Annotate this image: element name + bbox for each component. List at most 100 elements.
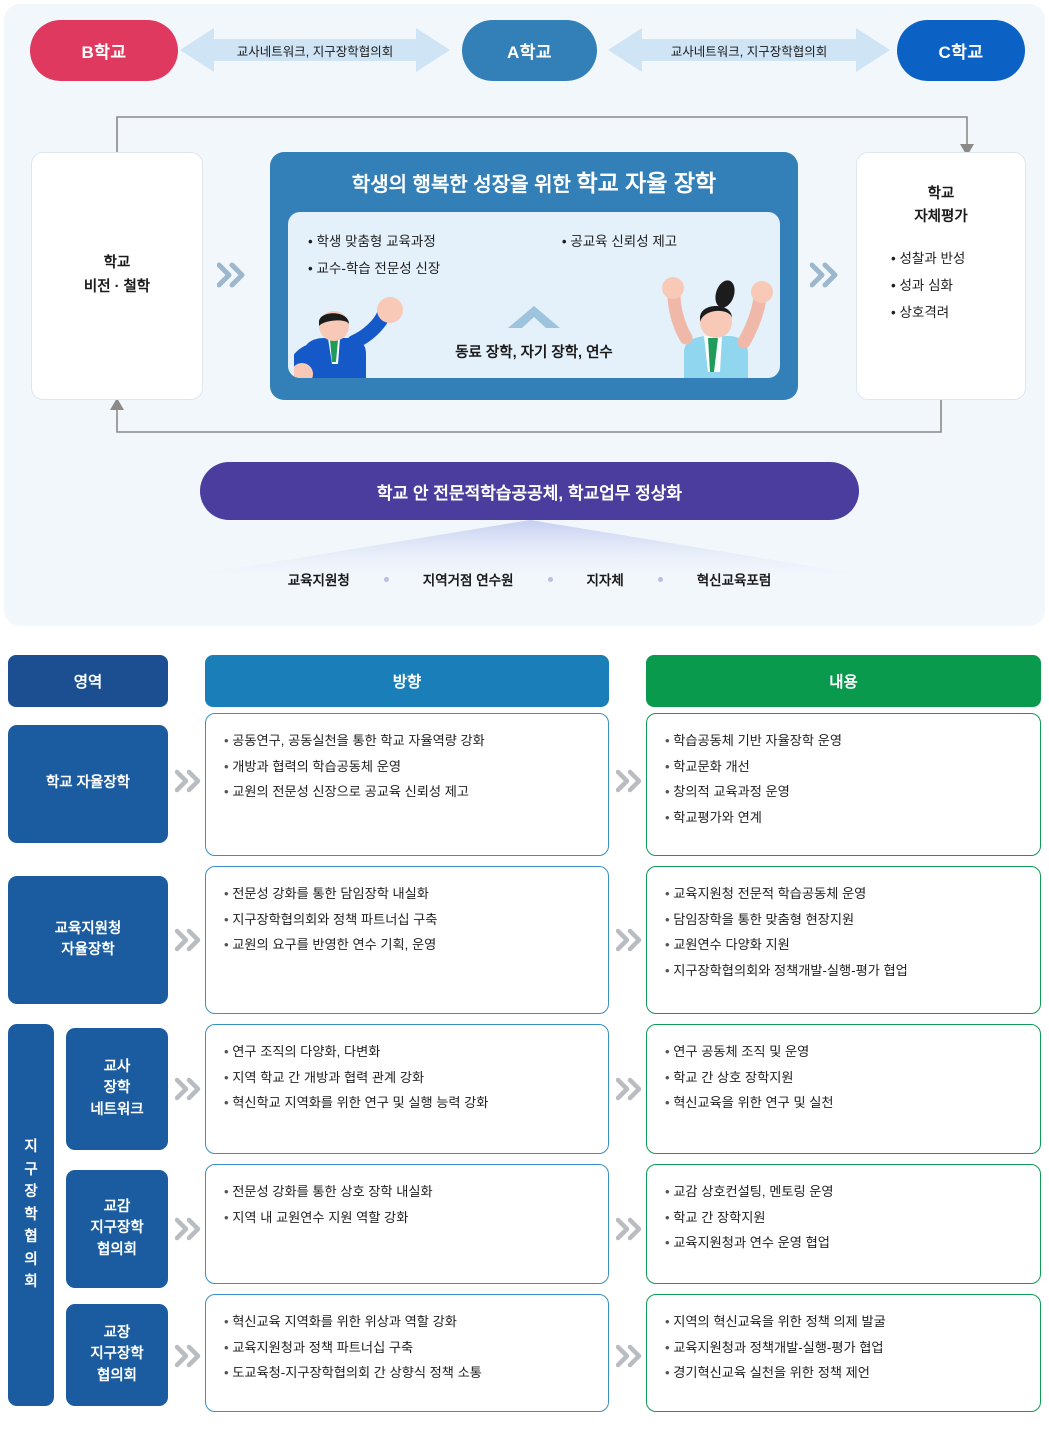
list-item: 전문성 강화를 통한 담임장학 내실화 [224, 881, 590, 907]
chevron-right-icon [216, 262, 247, 293]
org-label: 지자체 [586, 573, 624, 588]
support-banner: 학교 안 전문적학습공공체, 학교업무 정상화 [200, 462, 859, 520]
chevron-right-icon [174, 928, 203, 957]
list-item: 연구 조직의 다양화, 다변화 [224, 1039, 590, 1065]
content-list: 연구 공동체 조직 및 운영 학교 간 상호 장학지원 혁신교육을 위한 연구 … [665, 1039, 1022, 1116]
central-box-title-strong: 학교 자율 장학 [576, 170, 717, 196]
eval-title-line1: 학교 [927, 186, 955, 202]
content-cell: 연구 공동체 조직 및 운영 학교 간 상호 장학지원 혁신교육을 위한 연구 … [646, 1024, 1041, 1154]
list-item: 지역의 혁신교육을 위한 정책 의제 발굴 [665, 1309, 1022, 1335]
school-self-evaluation-list: 성찰과 반성 성과 심화 상호격려 [857, 245, 1025, 326]
bidirectional-arrow-icon [608, 28, 890, 72]
column-header-content-label: 내용 [829, 674, 858, 691]
list-item: 혁신교육 지역화를 위한 위상과 역할 강화 [224, 1309, 590, 1335]
school-vision-box: 학교 비전 · 철학 [31, 152, 203, 400]
chevron-right-icon [174, 1077, 203, 1106]
list-item: 교육지원청 전문적 학습공동체 운영 [665, 881, 1022, 907]
vchar: 장 [24, 1184, 38, 1201]
school-network-row: B학교 교사네트워크, 지구장학협의회 A학교 교사네트워크, 지구장학협의회 … [4, 4, 1045, 104]
support-banner-label: 학교 안 전문적학습공공체, 학교업무 정상화 [376, 483, 683, 503]
arrow-band-a-c: 교사네트워크, 지구장학협의회 [608, 26, 890, 74]
list-item: 교육지원청과 연수 운영 협업 [665, 1230, 1022, 1256]
central-bullets-right: 공교육 신뢰성 제고 [562, 228, 760, 282]
school-node-b[interactable]: B학교 [30, 20, 178, 81]
list-item: 교수-학습 전문성 신장 [308, 255, 536, 282]
area-cell-label-line3: 협의회 [96, 1241, 138, 1258]
list-item: 공교육 신뢰성 제고 [562, 228, 760, 255]
area-cell-label-line1: 교감 [103, 1199, 131, 1216]
direction-cell: 전문성 강화를 통한 담임장학 내실화 지구장학협의회와 정책 파트너십 구축 … [205, 866, 609, 1014]
column-header-content: 내용 [646, 655, 1041, 707]
supporting-organizations-row: 교육지원청 지역거점 연수원 지자체 혁신교육포럼 [200, 569, 859, 589]
area-cell-principal-council: 교장 지구장학 협의회 [66, 1304, 168, 1406]
area-cell-label-line2: 자율장학 [61, 942, 115, 958]
list-item: 교원연수 다양화 지원 [665, 932, 1022, 958]
central-box-bullet-columns: 학생 맞춤형 교육과정 교수-학습 전문성 신장 공교육 신뢰성 제고 [308, 228, 760, 282]
chevron-right-icon [174, 1217, 203, 1246]
list-item: 지구장학협의회와 정책개발-실행-평가 협업 [665, 958, 1022, 984]
content-cell: 지역의 혁신교육을 위한 정책 의제 발굴 교육지원청과 정책개발-실행-평가 … [646, 1294, 1041, 1412]
vchar: 지 [24, 1139, 38, 1156]
list-item: 교육지원청과 정책 파트너십 구축 [224, 1335, 590, 1361]
central-supervision-box: 학생의 행복한 성장을 위한 학교 자율 장학 학생 맞춤형 교육과정 교수-학… [270, 152, 798, 400]
column-header-direction-label: 방향 [392, 674, 422, 691]
school-node-b-label: B학교 [81, 43, 127, 62]
direction-list: 전문성 강화를 통한 상호 장학 내실화 지역 내 교원연수 지원 역할 강화 [224, 1179, 590, 1230]
arrow-band-b-a-label: 교사네트워크, 지구장학협의회 [236, 44, 394, 59]
school-vision-line1: 학교 [103, 255, 131, 272]
arrow-band-a-c-label: 교사네트워크, 지구장학협의회 [670, 44, 828, 59]
content-list: 교육지원청 전문적 학습공동체 운영 담임장학을 통한 맞춤형 현장지원 교원연… [665, 881, 1022, 984]
overview-diagram-panel: B학교 교사네트워크, 지구장학협의회 A학교 교사네트워크, 지구장학협의회 … [4, 4, 1045, 626]
list-item: 전문성 강화를 통한 상호 장학 내실화 [224, 1179, 590, 1205]
student-illustration-icon [662, 276, 773, 378]
table-row-group-district-council: 지 구 장 학 협 의 회 교사 장학 네트워크 [0, 1022, 1049, 1412]
area-cell-label-line2: 지구장학 [90, 1220, 144, 1237]
list-item: 공동연구, 공동실천을 통한 학교 자율역량 강화 [224, 728, 590, 754]
area-cell-label: 교사 장학 네트워크 [90, 1057, 143, 1120]
separator-dot-icon [383, 576, 389, 582]
list-item: 성찰과 반성 [891, 245, 1025, 272]
vchar: 의 [24, 1251, 38, 1268]
area-cell-vertical-label: 지 구 장 학 협 의 회 [24, 1136, 37, 1293]
chevron-right-icon [615, 1344, 644, 1373]
list-item: 지역 학교 간 개방과 협력 관계 강화 [224, 1065, 590, 1091]
chevron-right-icon [174, 769, 203, 798]
content-cell: 교육지원청 전문적 학습공동체 운영 담임장학을 통한 맞춤형 현장지원 교원연… [646, 866, 1041, 1014]
direction-cell: 공동연구, 공동실천을 통한 학교 자율역량 강화 개방과 협력의 학습공동체 … [205, 713, 609, 856]
chevron-right-icon [615, 769, 644, 798]
fan-connector-shape [201, 520, 859, 574]
vchar: 구 [24, 1161, 38, 1178]
direction-cell: 연구 조직의 다양화, 다변화 지역 학교 간 개방과 협력 관계 강화 혁신학… [205, 1024, 609, 1154]
school-node-a[interactable]: A학교 [462, 20, 597, 81]
vchar: 회 [24, 1274, 38, 1291]
content-list: 지역의 혁신교육을 위한 정책 의제 발굴 교육지원청과 정책개발-실행-평가 … [665, 1309, 1022, 1386]
area-cell-label-line1: 교사 [103, 1059, 131, 1076]
list-item: 도교육청-지구장학협의회 간 상향식 정책 소통 [224, 1360, 590, 1386]
list-item: 학교문화 개선 [665, 754, 1022, 780]
content-list: 교감 상호컨설팅, 멘토링 운영 학교 간 장학지원 교육지원청과 연수 운영 … [665, 1179, 1022, 1256]
school-node-c[interactable]: C학교 [897, 20, 1025, 81]
list-item: 교원의 전문성 신장으로 공교육 신뢰성 제고 [224, 779, 590, 805]
list-item: 학교평가와 연계 [665, 805, 1022, 831]
table-header-row: 영역 방향 내용 [0, 655, 1049, 707]
list-item: 지구장학협의회와 정책 파트너십 구축 [224, 907, 590, 933]
content-cell: 학습공동체 기반 자율장학 운영 학교문화 개선 창의적 교육과정 운영 학교평… [646, 713, 1041, 856]
area-cell-label-line2: 지구장학 [90, 1346, 144, 1363]
list-item: 지역 내 교원연수 지원 역할 강화 [224, 1205, 590, 1231]
list-item: 혁신학교 지역화를 위한 연구 및 실행 능력 강화 [224, 1090, 590, 1116]
list-item: 경기혁신교육 실천을 위한 정책 제언 [665, 1360, 1022, 1386]
area-cell-teacher-network: 교사 장학 네트워크 [66, 1028, 168, 1150]
direction-list: 혁신교육 지역화를 위한 위상과 역할 강화 교육지원청과 정책 파트너십 구축… [224, 1309, 590, 1386]
separator-dot-icon [657, 576, 663, 582]
area-cell-vice-principal-council: 교감 지구장학 협의회 [66, 1170, 168, 1288]
column-header-area: 영역 [8, 655, 168, 707]
central-box-footer: 동료 장학, 자기 장학, 연수 [455, 344, 613, 361]
table-row: 학교 자율장학 공동연구, 공동실천을 통한 학교 자율역량 강화 개방과 협력… [0, 707, 1049, 862]
direction-list: 공동연구, 공동실천을 통한 학교 자율역량 강화 개방과 협력의 학습공동체 … [224, 728, 590, 805]
chevron-right-icon [615, 1077, 644, 1106]
area-cell-district-council-vertical: 지 구 장 학 협 의 회 [8, 1024, 54, 1406]
content-cell: 교감 상호컨설팅, 멘토링 운영 학교 간 장학지원 교육지원청과 연수 운영 … [646, 1164, 1041, 1284]
area-cell-label: 교감 지구장학 협의회 [90, 1197, 143, 1260]
area-cell-label: 교장 지구장학 협의회 [90, 1323, 143, 1386]
school-node-c-label: C학교 [938, 43, 984, 62]
